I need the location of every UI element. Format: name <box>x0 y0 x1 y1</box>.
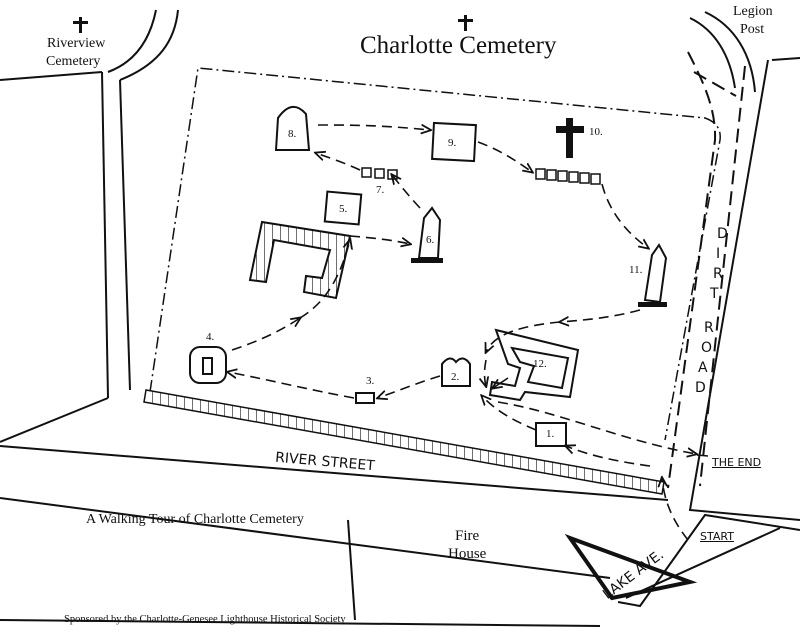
dirt-road-letter: T <box>710 286 719 302</box>
cross-icon <box>73 17 88 33</box>
dirt-road <box>667 51 746 489</box>
dirt-road-letter: O <box>701 340 713 356</box>
map-title: Charlotte Cemetery <box>360 32 557 59</box>
fire-house-label-2: House <box>448 546 487 562</box>
cross-icon <box>458 15 473 31</box>
tour-route <box>228 125 696 541</box>
riverview-label-2: Cemetery <box>46 54 101 69</box>
legion-label-2: Post <box>740 22 765 37</box>
monument-icon <box>323 190 363 226</box>
road-lines <box>0 9 800 627</box>
legion-label: Legion <box>733 4 773 19</box>
triangle-island <box>564 533 698 601</box>
dirt-road-letter: R <box>704 320 714 336</box>
riverview-label: Riverview <box>47 36 106 51</box>
cemetery-wall <box>143 389 665 495</box>
dirt-road-letter: I <box>716 246 721 262</box>
stop-label: 5. <box>339 203 348 215</box>
grave-markers <box>535 168 601 185</box>
dirt-road-letter: D <box>695 380 706 396</box>
stop-label: 11. <box>629 264 643 276</box>
end-label: THE END <box>712 456 762 469</box>
dirt-road-letter: R <box>713 266 723 282</box>
cemetery-boundary <box>149 67 721 441</box>
grave-marker <box>355 392 375 404</box>
cross-icon <box>556 118 584 158</box>
dirt-road-letter: D <box>717 226 728 242</box>
headstone-icon <box>441 357 471 387</box>
stop-label: 8. <box>288 128 297 140</box>
fire-house-label: Fire <box>455 528 480 544</box>
hatched-plot <box>248 220 352 300</box>
monument-icon <box>431 121 477 163</box>
monument-icon <box>189 346 227 384</box>
obelisk-icon <box>638 243 668 307</box>
stop-label: 10. <box>589 126 603 138</box>
stop-label: 1. <box>546 428 555 440</box>
grave-markers <box>361 167 398 180</box>
arrow-icon <box>493 377 509 388</box>
dirt-road-letter: A <box>698 360 708 376</box>
stop-label: 12. <box>533 358 547 370</box>
end-arrow <box>696 454 709 457</box>
tour-subtitle: A Walking Tour of Charlotte Cemetery <box>86 512 304 527</box>
stop-label: 3. <box>366 375 375 387</box>
stop-label: 6. <box>426 234 435 246</box>
stop-label: 4. <box>206 331 215 343</box>
start-label: START <box>700 530 734 543</box>
stop-label: 7. <box>376 184 385 196</box>
stop-label: 9. <box>448 137 457 149</box>
obelisk-icon <box>411 206 443 263</box>
headstone-icon <box>274 106 311 151</box>
stop-label: 2. <box>451 371 460 383</box>
monument-icon <box>535 422 567 447</box>
sponsor-credit: Sponsored by the Charlotte-Genesee Light… <box>64 614 346 625</box>
